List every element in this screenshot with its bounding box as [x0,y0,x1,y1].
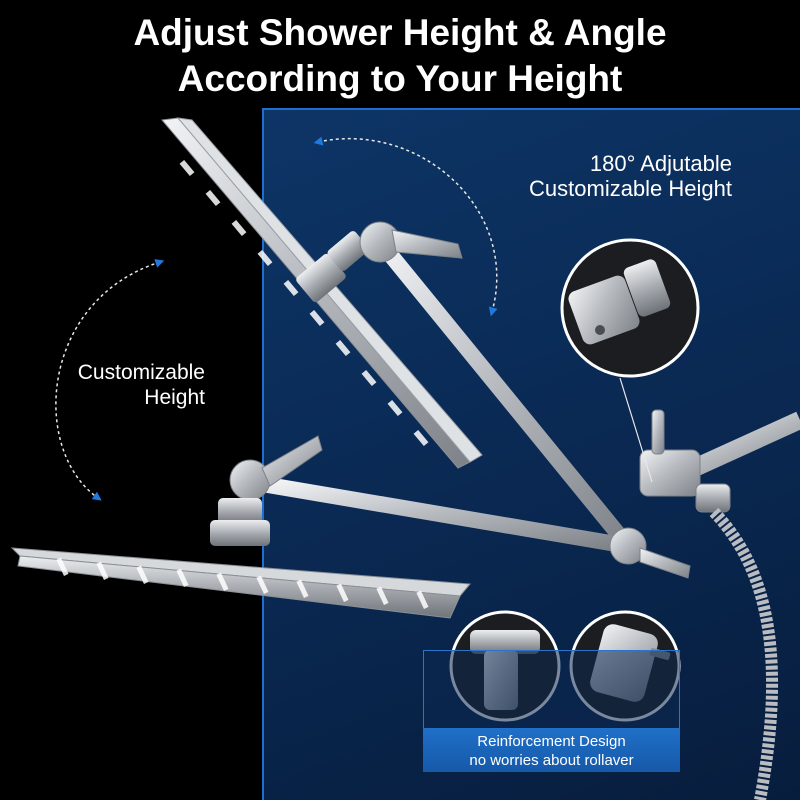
adjustable-angle-label-line-1: 180° Adjutable [589,151,732,176]
customizable-height-label-line-1: Customizable [77,361,205,384]
upper-shower-head [161,117,483,469]
headline: Adjust Shower Height & Angle According t… [0,10,800,102]
customizable-height-label: Customizable Height [30,360,205,410]
swivel-joint-detail-circle [560,238,700,378]
adjustable-angle-label: 180° Adjutable Customizable Height [470,151,732,201]
lower-extension-arm [229,435,691,579]
diverter-valve [639,409,800,513]
headline-line-2: According to Your Height [177,58,623,99]
reinforcement-caption-line-1: Reinforcement Design [477,733,626,750]
upper-extension-arm [359,221,636,554]
upper-curved-arrow [313,136,498,317]
shower-hose [709,507,779,800]
reinforcement-caption-line-2: no worries about rollaver [469,752,634,769]
headline-line-1: Adjust Shower Height & Angle [133,12,667,53]
customizable-height-label-line-2: Height [144,386,205,409]
reinforcement-caption: Reinforcement Design no worries about ro… [423,728,680,772]
adjustable-angle-label-line-2: Customizable Height [529,176,732,201]
lower-shower-head [10,498,472,619]
